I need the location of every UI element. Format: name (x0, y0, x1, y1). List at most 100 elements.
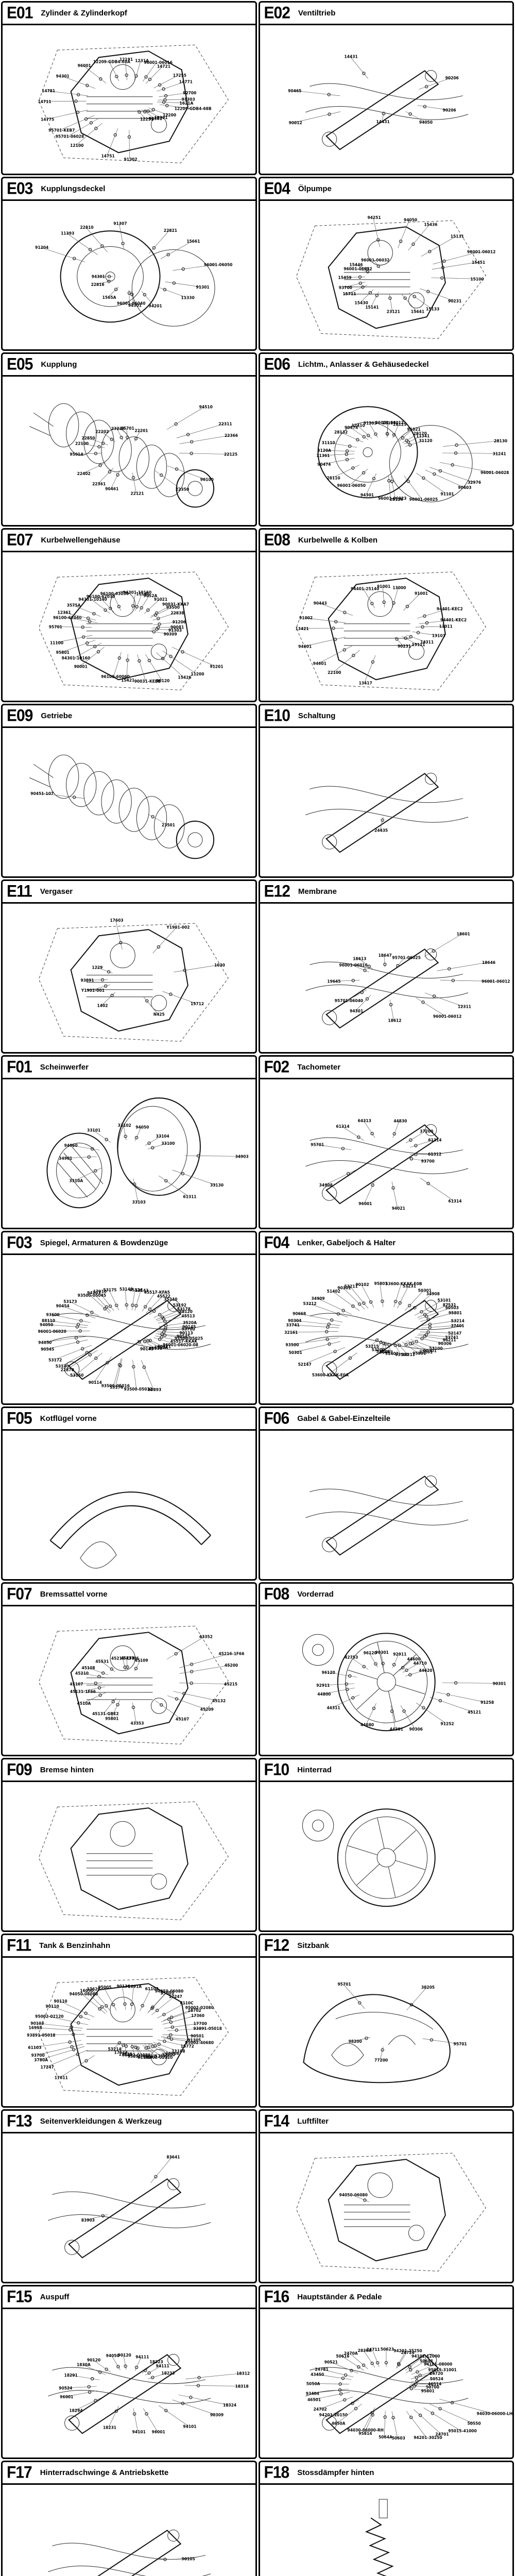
leader-line (418, 1307, 451, 1319)
part-glyph (368, 291, 372, 295)
part-label: 15131 (450, 234, 464, 239)
part-label: 37300 (162, 2053, 175, 2057)
part-glyph (169, 2015, 174, 2019)
leader-line (94, 1356, 112, 1383)
part-glyph (158, 1313, 162, 1317)
exploded-parts-sketch (305, 772, 468, 853)
part-label: 14721 (157, 64, 170, 69)
part-glyph (408, 443, 412, 447)
part-glyph (334, 620, 337, 623)
part-glyph (426, 1317, 430, 1321)
leader-line (119, 2042, 125, 2053)
leader-line (61, 1348, 95, 1366)
part-label: 90443 (313, 601, 327, 606)
part-label: 53200 (371, 1347, 385, 1352)
part-glyph (167, 2036, 170, 2040)
part-label: 90667 (379, 1350, 392, 1355)
part-glyph (391, 1186, 395, 1190)
section-title: Stossdämpfer hinten (297, 2468, 374, 2477)
part-label: 95002-40680 (185, 2041, 214, 2045)
part-label: 90120 (118, 2353, 131, 2358)
part-label: 95701 (121, 426, 134, 431)
part-glyph (423, 1313, 426, 1316)
part-glyph (345, 1682, 348, 1686)
part-glyph (105, 1138, 108, 1142)
leader-line (75, 123, 102, 146)
part-label: 11393 (61, 231, 74, 235)
part-glyph (101, 442, 105, 445)
part-glyph (354, 2406, 357, 2411)
exploded-diagram: 2285022366223619570196100950149451022121… (29, 403, 238, 508)
part-glyph (151, 2005, 154, 2009)
part-label: 94060 (64, 1143, 78, 1148)
part-glyph (401, 1666, 404, 1670)
part-glyph (189, 2396, 193, 2399)
part-label: 33103 (132, 1200, 146, 1205)
part-glyph (166, 253, 170, 257)
part-label: 94021 (391, 1206, 405, 1211)
leader-line (332, 1694, 359, 1708)
part-label: 53173 (63, 1299, 77, 1304)
part-glyph (393, 1299, 397, 1303)
part-glyph (134, 1667, 138, 1670)
part-label: 96100 (200, 478, 214, 482)
part-label: 44301 (389, 1727, 403, 1732)
leader-line (83, 65, 107, 83)
leader-line (81, 1993, 106, 2014)
leader-line (173, 264, 217, 271)
diagram-area: 94050-06080 (260, 2133, 513, 2282)
leader-line (70, 1145, 100, 1150)
leader-line (316, 2374, 351, 2380)
part-label: 5064A (379, 2435, 392, 2439)
leader-line (293, 90, 340, 96)
part-glyph (124, 2044, 128, 2048)
part-label: 94301 (149, 116, 162, 121)
part-label: 17611 (55, 2075, 68, 2080)
part-label: 96001 (358, 1201, 372, 1206)
part-glyph (135, 605, 139, 608)
part-label: 90113 (180, 1331, 193, 1335)
part-label: 61312 (428, 1152, 441, 1157)
part-label: 96211 (401, 1352, 415, 1357)
leader-line (417, 1304, 449, 1318)
part-glyph (358, 275, 362, 279)
part-label: 96100-63030 (100, 591, 129, 596)
exploded-parts-sketch (29, 754, 215, 859)
leader-line (131, 1290, 135, 1311)
part-glyph (392, 433, 396, 437)
leader-line (430, 1697, 473, 1713)
part-glyph (99, 77, 102, 81)
exploded-diagram (38, 1801, 229, 1920)
part-label: 34901 (59, 1156, 72, 1161)
part-glyph (79, 2014, 83, 2019)
part-glyph (79, 1319, 83, 1323)
part-label: 45216-1F66 (218, 1651, 244, 1656)
part-glyph (72, 2032, 75, 2036)
leader-line (152, 626, 177, 628)
part-label: 50700 (425, 2385, 439, 2389)
part-label: 45215 (224, 1682, 237, 1687)
leader-line (381, 111, 384, 122)
part-label: 96001 (152, 2430, 165, 2434)
part-glyph (101, 1671, 105, 1675)
part-glyph (382, 112, 385, 115)
section-code: E12 (264, 882, 290, 901)
part-glyph (389, 1003, 392, 1007)
leader-line (70, 2375, 100, 2380)
part-label: 18318 (235, 2384, 249, 2388)
leader-line (143, 996, 158, 1014)
part-glyph (408, 1138, 413, 1142)
part-glyph (341, 1147, 345, 1150)
part-label: 91303 (363, 421, 376, 426)
leader-line (312, 2383, 349, 2384)
